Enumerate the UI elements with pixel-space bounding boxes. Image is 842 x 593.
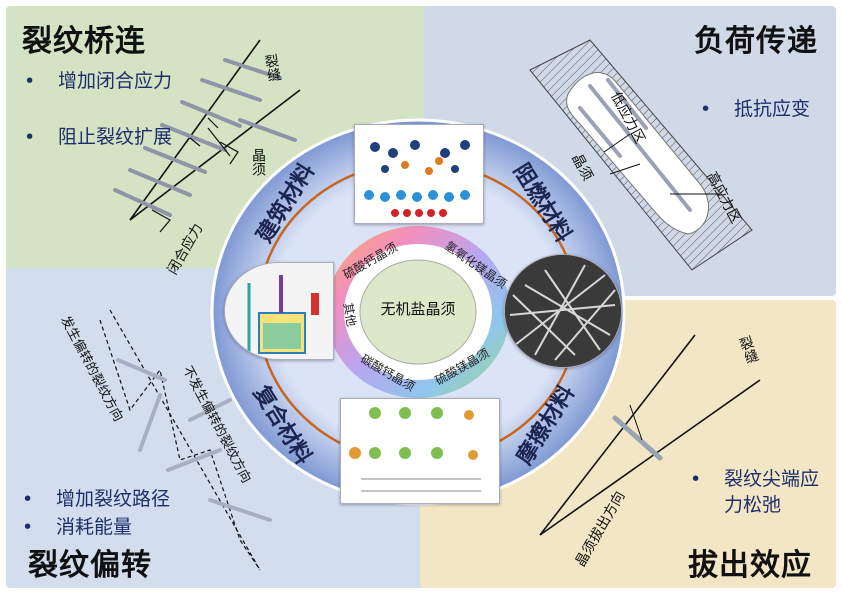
bullet-text: 阻止裂纹扩展 [58, 126, 173, 148]
load-transfer-illustration [529, 39, 753, 271]
bullet-text: 增加裂纹路径 [56, 488, 171, 510]
bullet-dot: • [22, 488, 34, 510]
bullet-dot: • [24, 126, 36, 148]
title-crack-bridging: 裂纹桥连 [22, 24, 146, 59]
title-crack-deflection: 裂纹偏转 [28, 548, 152, 583]
whisker-label-tl: 晶须 [250, 148, 266, 176]
bullet-bl-1: • 增加裂纹路径 [22, 486, 242, 512]
composite-apparatus-image [224, 262, 334, 360]
bullet-dot: • [690, 468, 702, 490]
bullet-dot: • [22, 516, 34, 538]
bullet-tr-1: • 抵抗应变 [700, 96, 830, 122]
bullet-tl-1: • 增加闭合应力 [24, 68, 174, 94]
whisker-sem-image [504, 254, 622, 368]
central-wheel [210, 118, 626, 506]
title-load-transfer: 负荷传递 [694, 24, 818, 59]
bullet-text: 抵抗应变 [734, 98, 811, 120]
bullet-text: 消耗能量 [56, 516, 133, 538]
crack-deflection-illustration [99, 309, 272, 571]
molecular-structure-image [354, 124, 484, 224]
core-label: 无机盐晶须 [380, 300, 456, 318]
bullet-dot: • [24, 70, 36, 92]
crack-bridging-illustration [113, 39, 301, 233]
bullet-bl-2: • 消耗能量 [22, 514, 242, 540]
bullet-text: 裂纹尖端应力松弛 [724, 468, 820, 516]
pullout-illustration [539, 334, 761, 536]
bullet-tl-2: • 阻止裂纹扩展 [24, 124, 174, 150]
bullet-text: 增加闭合应力 [58, 70, 173, 92]
title-pullout: 拔出效应 [688, 548, 812, 583]
bullet-dot: • [700, 98, 712, 120]
friction-mechanism-image [340, 398, 500, 504]
bullet-br-1: • 裂纹尖端应力松弛 [690, 466, 820, 518]
